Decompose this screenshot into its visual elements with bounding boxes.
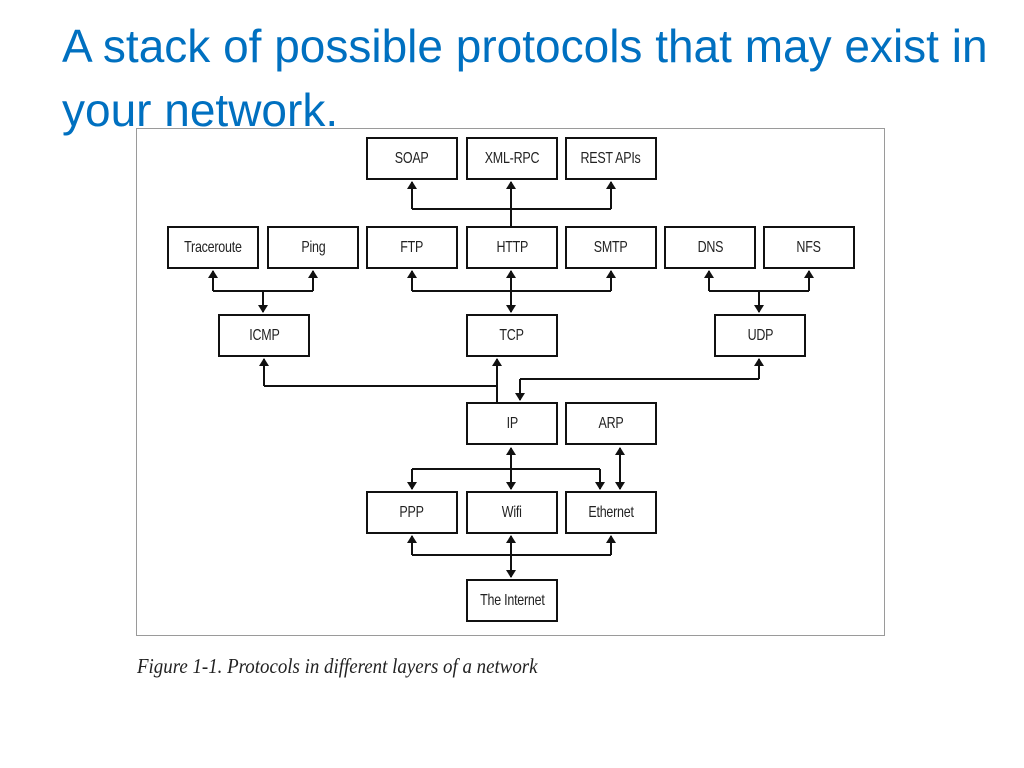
node-ethernet: Ethernet xyxy=(565,491,657,534)
node-ppp: PPP xyxy=(366,491,458,534)
node-the-internet: The Internet xyxy=(466,579,558,622)
slide-title: A stack of possible protocols that may e… xyxy=(62,20,988,136)
node-http: HTTP xyxy=(466,226,558,269)
node-label: SOAP xyxy=(395,149,429,167)
node-smtp: SMTP xyxy=(565,226,657,269)
node-label: XML-RPC xyxy=(484,149,540,167)
node-arp: ARP xyxy=(565,402,657,445)
node-dns: DNS xyxy=(664,226,756,269)
node-ftp: FTP xyxy=(366,226,458,269)
node-label: UDP xyxy=(747,326,773,344)
node-ip: IP xyxy=(466,402,558,445)
node-label: TCP xyxy=(499,326,525,344)
node-nfs: NFS xyxy=(763,226,855,269)
node-ping: Ping xyxy=(267,226,359,269)
node-label: ARP xyxy=(598,414,624,432)
node-soap: SOAP xyxy=(366,137,458,180)
node-udp: UDP xyxy=(714,314,806,357)
node-label: PPP xyxy=(399,503,425,521)
node-label: Ping xyxy=(300,238,326,256)
node-label: The Internet xyxy=(479,591,545,609)
node-label: SMTP xyxy=(594,238,628,256)
node-label: REST APIs xyxy=(580,149,642,167)
node-label: IP xyxy=(506,414,518,432)
node-label: DNS xyxy=(697,238,723,256)
node-label: FTP xyxy=(400,238,424,256)
node-icmp: ICMP xyxy=(218,314,310,357)
node-xml-rpc: XML-RPC xyxy=(466,137,558,180)
node-label: NFS xyxy=(796,238,822,256)
node-wifi: Wifi xyxy=(466,491,558,534)
node-label: Ethernet xyxy=(588,503,634,521)
node-tcp: TCP xyxy=(466,314,558,357)
figure-caption: Figure 1-1. Protocols in different layer… xyxy=(137,654,538,678)
node-label: HTTP xyxy=(496,238,528,256)
node-label: Traceroute xyxy=(184,238,242,256)
node-label: Wifi xyxy=(502,503,522,521)
node-traceroute: Traceroute xyxy=(167,226,259,269)
node-rest-apis: REST APIs xyxy=(565,137,657,180)
node-label: ICMP xyxy=(248,326,280,344)
